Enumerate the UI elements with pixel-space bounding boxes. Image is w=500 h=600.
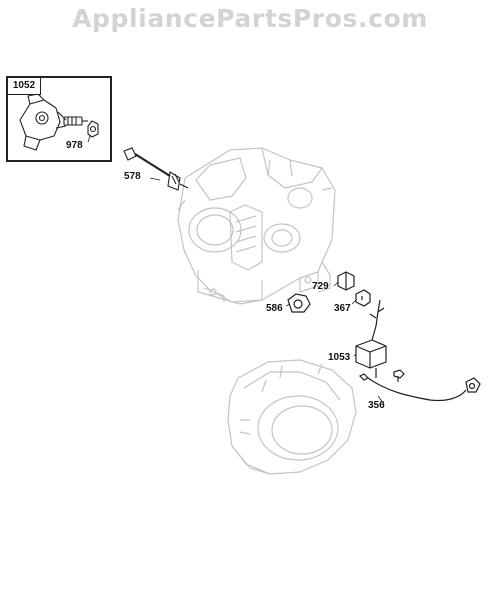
wire-harness-icon	[358, 373, 481, 402]
part-label-578[interactable]: 578	[124, 171, 141, 182]
part-label-729[interactable]: 729	[312, 281, 329, 292]
screw-icon	[393, 369, 405, 382]
clip-icon	[337, 271, 355, 291]
part-label-1053[interactable]: 1053	[328, 352, 351, 363]
sensor-probe-icon	[123, 147, 189, 191]
bolt-icon	[355, 289, 371, 307]
part-label-367[interactable]: 367	[334, 303, 351, 314]
site-watermark: AppliancePartsPros.com	[72, 4, 428, 33]
part-label-586[interactable]: 586	[266, 303, 283, 314]
nut-icon	[287, 293, 311, 313]
blower-housing-icon	[227, 359, 357, 475]
leader-lines	[87, 135, 385, 405]
callout-box-label: 1052	[8, 78, 41, 95]
part-label-356[interactable]: 356	[368, 400, 385, 411]
governor-assembly-icon	[19, 93, 99, 151]
crankcase-block-icon	[177, 147, 336, 305]
control-module-icon	[355, 299, 387, 378]
part-label-978[interactable]: 978	[66, 140, 83, 151]
callout-inset-box: 1052	[6, 76, 112, 162]
